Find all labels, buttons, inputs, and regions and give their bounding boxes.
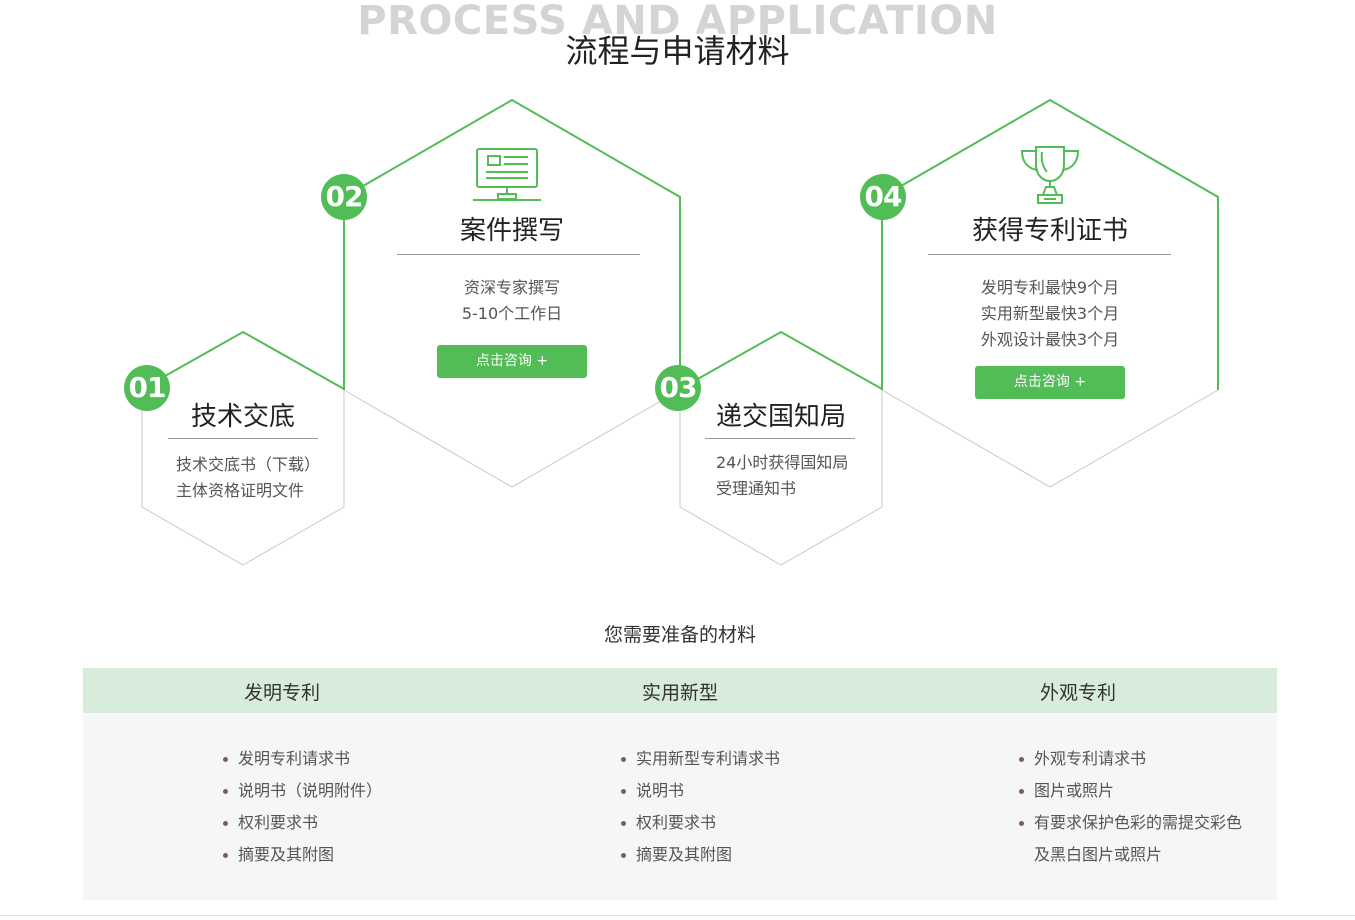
step-3-badge: 03 (655, 365, 701, 411)
step-4-line-1: 发明专利最快9个月 (980, 278, 1120, 297)
list-item: 有要求保护色彩的需提交彩色 (1019, 807, 1242, 839)
bullet-icon (223, 853, 228, 858)
materials-col-utility-title: 实用新型 (641, 682, 718, 704)
hex-3-outline-green (679, 330, 883, 390)
consult-button-step-2[interactable]: 点击咨询 + (437, 345, 587, 378)
hex-4-outline-gray (881, 389, 1219, 488)
trophy-icon (1020, 146, 1080, 204)
step-4-line-3: 外观设计最快3个月 (980, 330, 1120, 349)
step-3-details: 24小时获得国知局 受理通知书 (716, 450, 848, 502)
bottom-divider (0, 915, 1355, 916)
step-2-badge: 02 (321, 174, 367, 220)
materials-col-invention-title: 发明专利 (243, 682, 320, 704)
page-title: 流程与申请材料 (565, 32, 790, 70)
step-3-line-2: 受理通知书 (716, 479, 797, 498)
list-item: 及黑白图片或照片 (1034, 845, 1163, 864)
step-1-line-1[interactable]: 技术交底书（下载） (176, 455, 321, 474)
bullet-icon (223, 789, 228, 794)
materials-body (83, 713, 1277, 900)
hex-3-outline-gray (679, 389, 883, 566)
hex-2-outline-green (343, 98, 681, 390)
step-1-details: 技术交底书（下载） 主体资格证明文件 (176, 452, 320, 504)
step-4-title: 获得专利证书 (971, 216, 1128, 246)
step-4-line-2: 实用新型最快3个月 (980, 304, 1120, 323)
step-2-title: 案件撰写 (459, 216, 564, 246)
step-4-divider (928, 254, 1171, 255)
step-2-divider (397, 254, 640, 255)
step-2-line-2: 5-10个工作日 (461, 304, 563, 323)
hex-1-outline-green (141, 330, 345, 390)
bullet-icon (223, 821, 228, 826)
step-2-details: 资深专家撰写 5-10个工作日 (412, 275, 612, 327)
hex-2-outline-gray (343, 389, 681, 488)
hex-1-outline-gray (141, 389, 345, 566)
step-3-title: 递交国知局 (715, 402, 846, 432)
list-item: 说明书 (621, 775, 780, 807)
list-item: 摘要及其附图 (621, 839, 780, 871)
materials-col-design-title: 外观专利 (1039, 682, 1116, 704)
list-item: 实用新型专利请求书 (621, 743, 780, 775)
bullet-icon (1019, 757, 1024, 762)
step-3-divider (705, 438, 855, 439)
materials-list-invention: 发明专利请求书 说明书（说明附件） 权利要求书 摘要及其附图 (223, 743, 382, 871)
process-hexagons (141, 98, 1219, 566)
step-3-line-1: 24小时获得国知局 (716, 453, 849, 472)
step-4-details: 发明专利最快9个月 实用新型最快3个月 外观设计最快3个月 (950, 275, 1150, 353)
step-4-badge: 04 (860, 174, 906, 220)
list-item: 图片或照片 (1019, 775, 1242, 807)
list-item: 摘要及其附图 (223, 839, 382, 871)
bullet-icon (621, 821, 626, 826)
bullet-icon (621, 853, 626, 858)
hex-4-outline-green (881, 98, 1219, 390)
bullet-icon (1019, 789, 1024, 794)
step-1-badge: 01 (124, 365, 170, 411)
background-title: PROCESS AND APPLICATION (357, 0, 998, 44)
list-item: 权利要求书 (621, 807, 780, 839)
materials-list-utility: 实用新型专利请求书 说明书 权利要求书 摘要及其附图 (621, 743, 780, 871)
step-2-line-1: 资深专家撰写 (463, 278, 560, 297)
bullet-icon (223, 757, 228, 762)
step-1-title: 技术交底 (190, 402, 295, 432)
list-item: 权利要求书 (223, 807, 382, 839)
monitor-icon (473, 148, 541, 201)
list-item: 发明专利请求书 (223, 743, 382, 775)
list-item: 外观专利请求书 (1019, 743, 1242, 775)
step-1-line-2: 主体资格证明文件 (176, 481, 305, 500)
materials-heading: 您需要准备的材料 (603, 624, 756, 646)
materials-list-design: 外观专利请求书 图片或照片 有要求保护色彩的需提交彩色 及黑白图片或照片 (1019, 743, 1242, 871)
materials-header-bar (83, 668, 1277, 713)
step-1-divider (168, 438, 318, 439)
bullet-icon (621, 789, 626, 794)
consult-button-step-4[interactable]: 点击咨询 + (975, 366, 1125, 399)
bullet-icon (1019, 821, 1024, 826)
bullet-icon (621, 757, 626, 762)
list-item: 说明书（说明附件） (223, 775, 382, 807)
